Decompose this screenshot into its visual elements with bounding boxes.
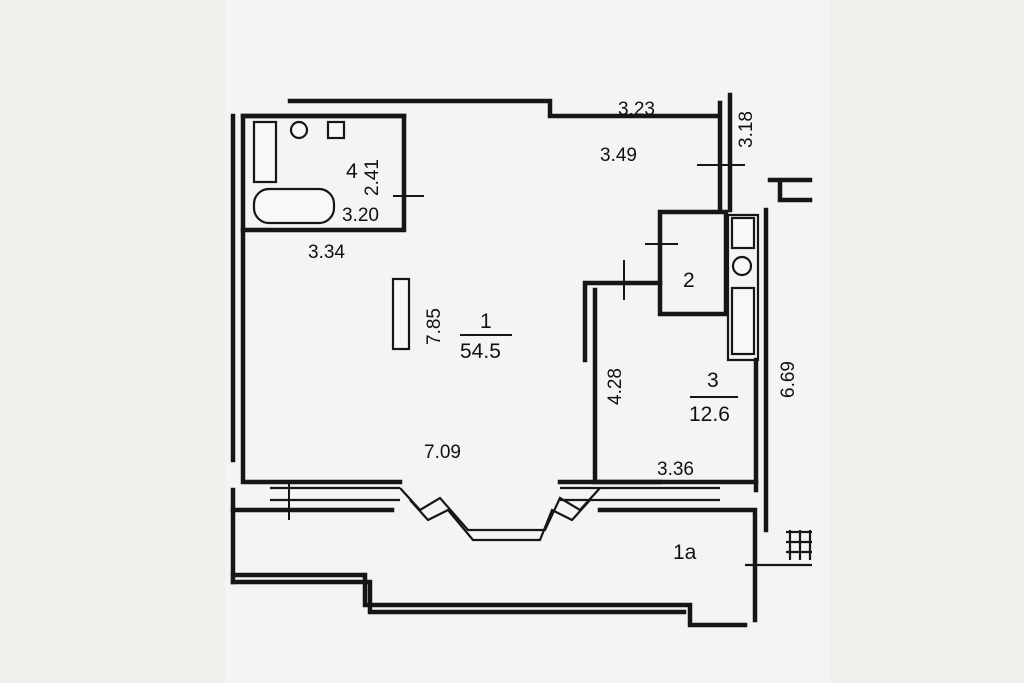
dim-bath-height: 2.41 <box>362 159 383 196</box>
corridor-sink-icon <box>730 216 756 250</box>
sink-icon <box>252 120 278 184</box>
outer-wall <box>230 98 723 585</box>
room-3-area: 12.6 <box>689 403 730 426</box>
dim-bedroom-height: 4.28 <box>605 368 626 405</box>
dim-kitchen-top: 3.49 <box>600 145 637 166</box>
bedroom-partition <box>582 280 663 485</box>
stairs-icon <box>786 530 812 560</box>
room-3-number: 3 <box>707 369 719 392</box>
dim-top-right-depth: 3.18 <box>736 111 757 148</box>
paper-left-margin <box>0 0 225 683</box>
top-right-wall <box>727 92 813 213</box>
room-2-number: 2 <box>683 269 695 292</box>
dim-main-width: 7.09 <box>424 442 461 463</box>
room-4-number: 4 <box>346 160 358 183</box>
paper-right-margin <box>830 0 1024 683</box>
balcony-wall <box>230 507 758 628</box>
main-room-wall <box>240 113 759 485</box>
room-1-area: 54.5 <box>460 340 501 363</box>
corridor-shower-icon <box>730 286 756 356</box>
room-1-number: 1 <box>480 310 492 333</box>
window-bay <box>270 486 720 542</box>
column-icon <box>391 277 411 351</box>
toilet-icon <box>289 120 309 140</box>
wardrobe-wall <box>657 209 729 317</box>
corridor-toilet-icon <box>731 255 753 277</box>
room-1a-number: 1а <box>673 541 697 564</box>
washbasin-icon <box>326 120 346 140</box>
dim-main-height: 7.85 <box>424 308 445 345</box>
corridor-wall <box>753 207 769 533</box>
dim-corridor-height: 6.69 <box>778 361 799 398</box>
dim-bath-outer: 3.34 <box>308 242 345 263</box>
dim-top-corridor: 3.23 <box>618 99 655 120</box>
bathtub-icon <box>252 187 336 225</box>
dim-bedroom-width: 3.36 <box>657 459 694 480</box>
dim-bath-inner: 3.20 <box>342 205 379 226</box>
